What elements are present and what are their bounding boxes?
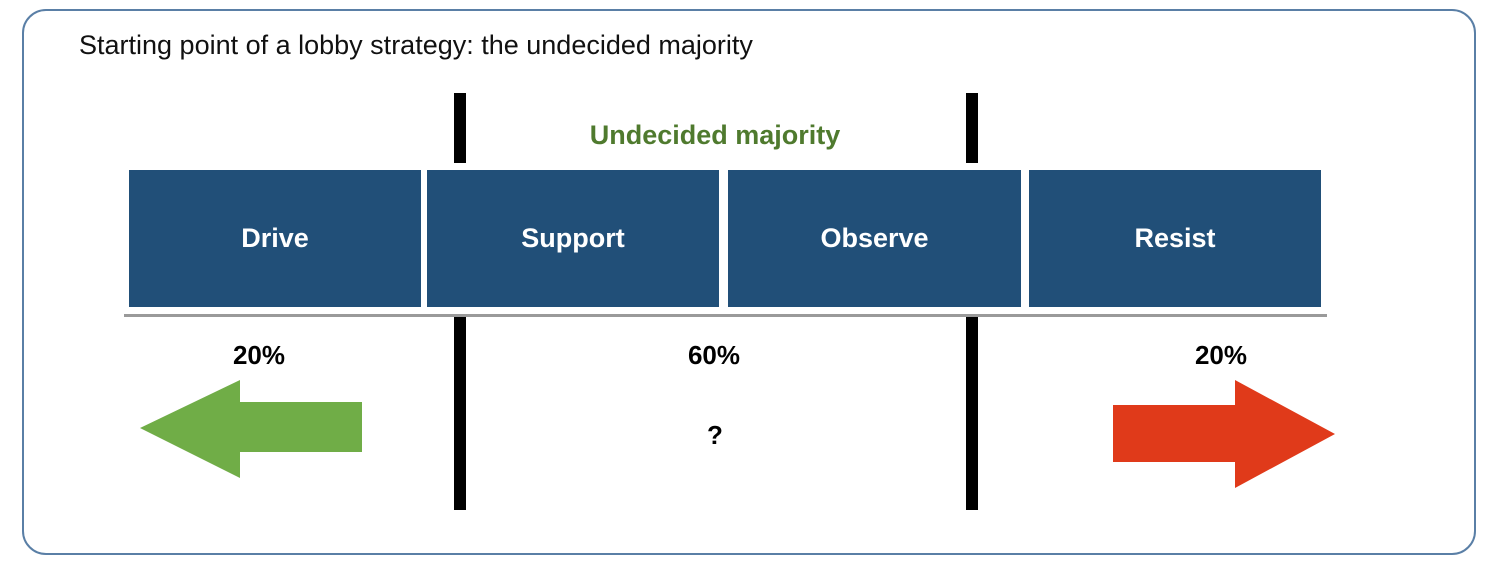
divider-left-bottom [454,316,466,510]
undecided-majority-label: Undecided majority [589,120,841,150]
arrow-right-icon [1113,380,1335,488]
category-drive: Drive [129,170,421,307]
category-resist: Resist [1029,170,1321,307]
arrow-left-icon [140,380,362,478]
undecided-share: 60% [687,340,741,370]
divider-right-bottom [966,316,978,510]
resist-share: 20% [1194,340,1248,370]
divider-left-top [454,93,466,163]
category-support: Support [427,170,719,307]
drive-share: 20% [232,340,286,370]
diagram-title: Starting point of a lobby strategy: the … [79,30,753,60]
arrow-right-shape [1113,380,1335,488]
arrow-left-shape [140,380,362,478]
category-observe: Observe [728,170,1021,307]
undecided-question-mark: ? [707,420,723,450]
divider-right-top [966,93,978,163]
baseline [124,314,1327,317]
